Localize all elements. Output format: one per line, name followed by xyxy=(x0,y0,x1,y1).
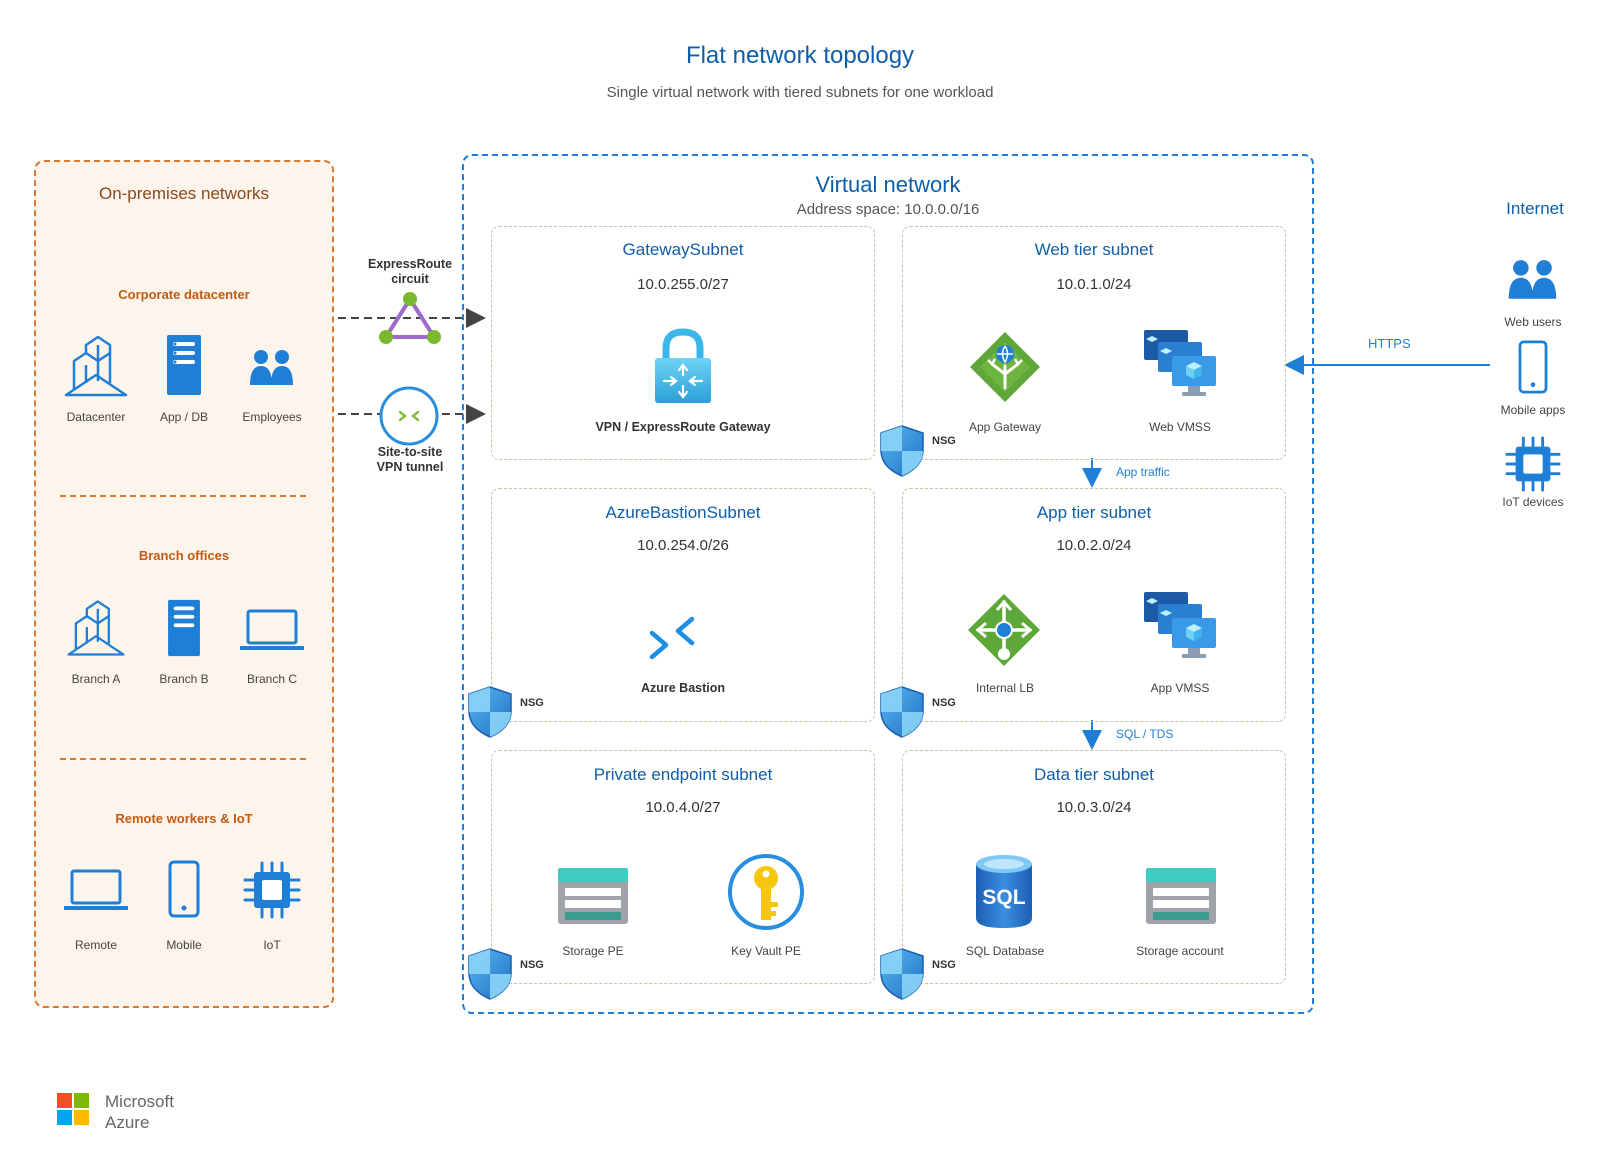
web-tier-subnet xyxy=(902,226,1286,460)
section-corporate-datacenter: Corporate datacenter xyxy=(118,287,250,302)
web-users-label: Web users xyxy=(1504,315,1562,329)
bastion-subnet xyxy=(491,488,875,722)
nsg-shield-icon xyxy=(468,948,512,1000)
private-endpoint-subnet-name: Private endpoint subnet xyxy=(593,765,773,784)
remote-laptop-icon xyxy=(64,869,128,910)
nsg-label: NSG xyxy=(520,697,544,709)
section-remote-workers-iot: Remote workers & IoT xyxy=(115,811,253,826)
app-vmss-icon xyxy=(1144,592,1216,658)
section-divider xyxy=(60,758,306,760)
gateway-subnet-name: GatewaySubnet xyxy=(622,240,744,259)
branch-b-label: Branch B xyxy=(159,672,209,686)
iot-label: IoT xyxy=(263,938,281,952)
app-traffic-label: App traffic xyxy=(1116,465,1170,479)
nsg-label: NSG xyxy=(932,959,956,971)
vnet-title: Virtual network xyxy=(815,172,961,197)
web-vmss-label: Web VMSS xyxy=(1149,420,1211,434)
server-icon xyxy=(167,335,201,395)
https-label: HTTPS xyxy=(1368,336,1411,351)
app-db-label: App / DB xyxy=(159,410,209,424)
app-tier-subnet-cidr: 10.0.2.0/24 xyxy=(1056,537,1132,554)
private-endpoint-subnet-cidr: 10.0.4.0/27 xyxy=(645,799,721,816)
storage-account-label: Storage account xyxy=(1136,944,1224,958)
gateway-subnet-cidr: 10.0.255.0/27 xyxy=(637,276,729,293)
app-gateway-label: App Gateway xyxy=(968,420,1042,434)
internal-lb-label: Internal LB xyxy=(975,681,1035,695)
iot-devices-icon xyxy=(1505,436,1561,492)
vpn-tunnel-label: Site-to-site VPN tunnel xyxy=(376,445,444,474)
azure-bastion-label: Azure Bastion xyxy=(640,681,726,695)
key-vault-pe-label: Key Vault PE xyxy=(731,944,801,958)
web-tier-subnet-cidr: 10.0.1.0/24 xyxy=(1056,276,1132,293)
virtual-network-panel xyxy=(462,154,1314,1014)
svg-text:SQL: SQL xyxy=(982,886,1025,909)
onprem-panel xyxy=(34,160,334,1008)
branch-server-icon xyxy=(168,599,200,657)
storage-pe-label: Storage PE xyxy=(562,944,624,958)
iot-chip-icon xyxy=(243,861,301,919)
data-tier-subnet-name: Data tier subnet xyxy=(1033,765,1154,784)
nsg-shield-icon xyxy=(880,425,924,477)
azure-bastion-icon xyxy=(649,616,695,660)
storage-pe-icon xyxy=(558,868,628,924)
remote-label: Remote xyxy=(74,938,118,952)
web-vmss-icon xyxy=(1144,330,1216,396)
expressroute-label: ExpressRoute circuit xyxy=(367,257,453,286)
nsg-label: NSG xyxy=(520,959,544,971)
nsg-shield-icon xyxy=(468,686,512,738)
employees-label: Employees xyxy=(242,410,302,424)
page-title: Flat network topology xyxy=(685,42,915,69)
section-branch-offices: Branch offices xyxy=(138,548,230,563)
internet-title: Internet xyxy=(1506,199,1564,218)
web-tier-subnet-name: Web tier subnet xyxy=(1034,240,1154,259)
private-endpoint-subnet xyxy=(491,750,875,984)
vpn-gateway-lock-icon xyxy=(655,328,711,403)
microsoft-azure-brand: Microsoft Azure xyxy=(105,1092,174,1132)
data-tier-subnet-cidr: 10.0.3.0/24 xyxy=(1056,799,1132,816)
gateway-subnet xyxy=(491,226,875,460)
expressroute-circuit-icon xyxy=(379,292,441,344)
section-divider xyxy=(60,495,306,497)
app-tier-subnet-name: App tier subnet xyxy=(1036,503,1152,522)
onprem-title: On-premises networks xyxy=(98,184,270,203)
sql-database-icon: SQL xyxy=(976,855,1032,928)
page-subtitle: Single virtual network with tiered subne… xyxy=(606,84,994,101)
mobile-label: Mobile xyxy=(166,938,202,952)
nsg-shield-icon xyxy=(880,948,924,1000)
employees-icon xyxy=(250,350,293,385)
app-tier-subnet xyxy=(902,488,1286,722)
bastion-subnet-cidr: 10.0.254.0/26 xyxy=(637,537,729,554)
microsoft-logo-icon xyxy=(57,1093,89,1125)
app-gateway-icon xyxy=(970,332,1040,402)
storage-account-icon xyxy=(1146,868,1216,924)
branch-building-icon xyxy=(67,600,125,656)
nsg-label: NSG xyxy=(932,435,956,447)
sql-database-label: SQL Database xyxy=(965,944,1045,958)
mobile-apps-label: Mobile apps xyxy=(1500,403,1566,417)
mobile-phone-icon xyxy=(168,860,200,918)
internal-load-balancer-icon xyxy=(968,594,1040,666)
key-vault-pe-icon xyxy=(728,854,804,930)
branch-a-label: Branch A xyxy=(71,672,121,686)
app-vmss-label: App VMSS xyxy=(1150,681,1210,695)
laptop-icon xyxy=(240,609,304,650)
nsg-shield-icon xyxy=(880,686,924,738)
nsg-label: NSG xyxy=(932,697,956,709)
iot-devices-label: IoT devices xyxy=(1502,495,1564,509)
branch-c-label: Branch C xyxy=(246,672,298,686)
datacenter-label: Datacenter xyxy=(66,410,126,424)
datacenter-icon xyxy=(64,335,128,397)
web-users-icon xyxy=(1508,260,1557,299)
data-tier-subnet xyxy=(902,750,1286,984)
vnet-address-space: Address space: 10.0.0.0/16 xyxy=(796,201,980,218)
bastion-subnet-name: AzureBastionSubnet xyxy=(605,503,761,522)
sql-tds-label: SQL / TDS xyxy=(1116,727,1174,741)
vpn-gateway-label: VPN / ExpressRoute Gateway xyxy=(595,420,771,434)
vpn-tunnel-icon xyxy=(379,386,439,446)
mobile-apps-icon xyxy=(1518,340,1548,394)
